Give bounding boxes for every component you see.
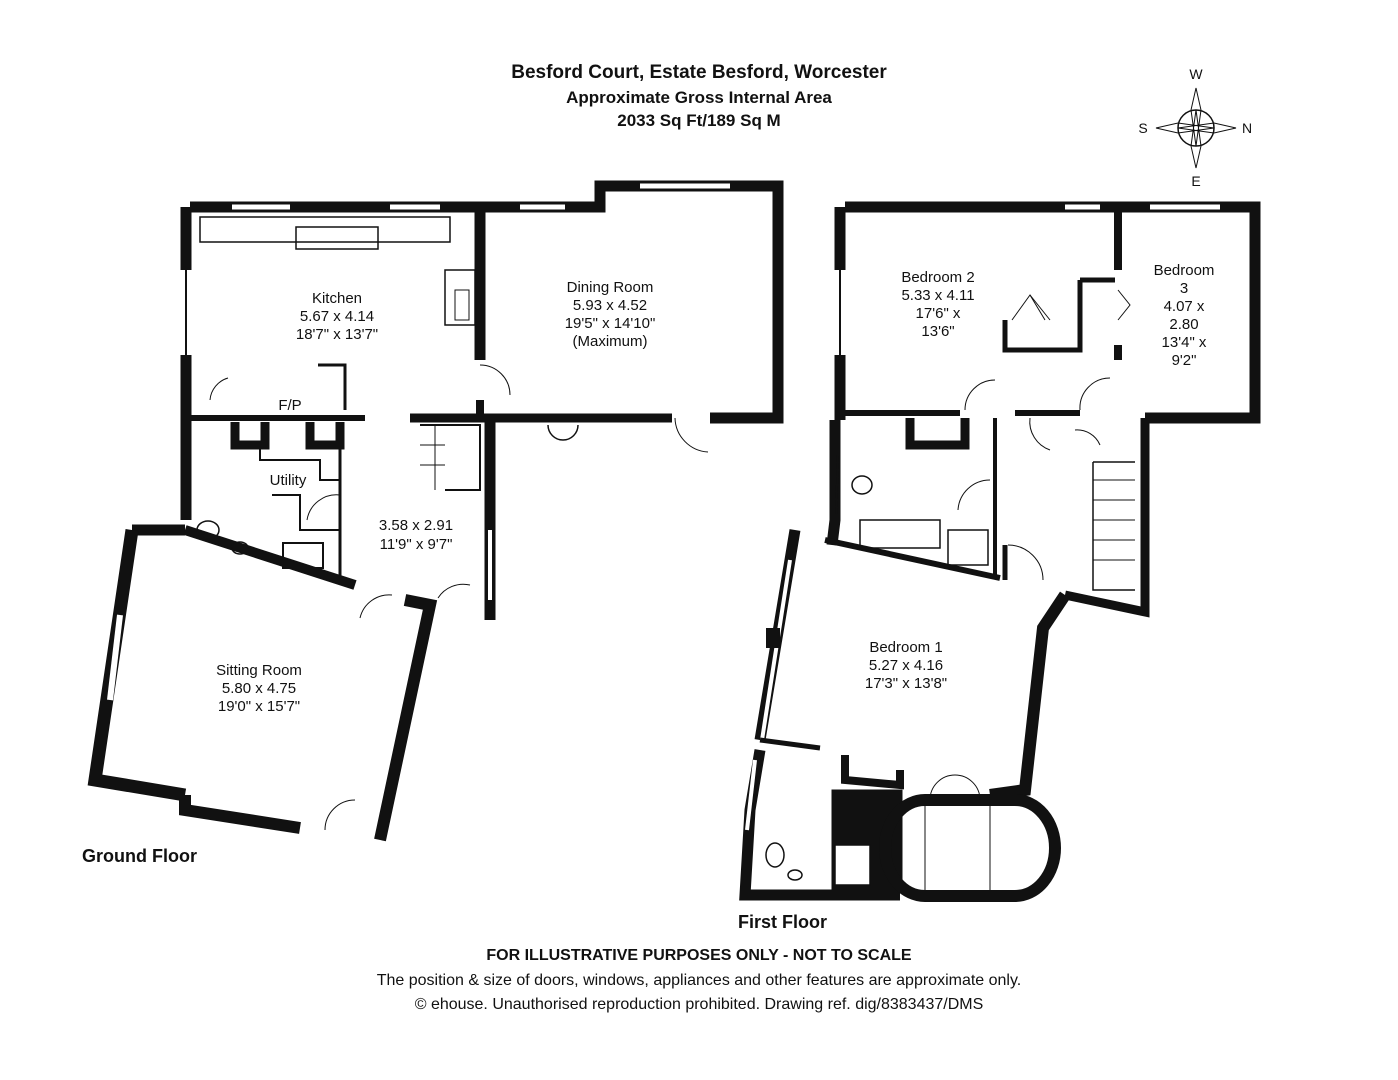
bedroom1-metric: 5.27 x 4.16 (869, 657, 943, 674)
copyright-text: © ehouse. Unauthorised reproduction proh… (414, 996, 984, 1013)
kitchen-imperial: 18'7" x 13'7" (296, 326, 378, 343)
utility-name: Utility (270, 472, 307, 489)
bedroom2-metric: 5.33 x 4.11 (901, 287, 974, 304)
bedroom3-imperial-2: 9'2" (1172, 352, 1197, 369)
compass-w: W (1189, 66, 1203, 82)
kitchen-metric: 5.67 x 4.14 (300, 308, 374, 325)
bedroom2-name: Bedroom 2 (901, 269, 974, 286)
first-floor-label: First Floor (738, 912, 827, 932)
bedroom1-imperial: 17'3" x 13'8" (865, 675, 947, 692)
bedroom1-name: Bedroom 1 (869, 639, 942, 656)
ground-floor-label: Ground Floor (82, 846, 197, 866)
sitting-name: Sitting Room (216, 662, 302, 679)
area-value: 2033 Sq Ft/189 Sq M (617, 111, 781, 130)
dining-name: Dining Room (567, 279, 654, 296)
bedroom3-name-1: Bedroom (1154, 262, 1215, 279)
first-floor-plan (739, 201, 1261, 902)
ground-floor-plan (87, 180, 784, 842)
kitchen-name: Kitchen (312, 290, 362, 307)
bedroom2-imperial-2: 13'6" (921, 323, 954, 340)
sitting-metric: 5.80 x 4.75 (222, 680, 296, 697)
sitting-imperial: 19'0" x 15'7" (218, 698, 300, 715)
compass-e: E (1191, 173, 1200, 189)
first-floor-labels: Bedroom 2 5.33 x 4.11 17'6" x 13'6" Bedr… (865, 262, 1215, 692)
property-address: Besford Court, Estate Besford, Worcester (511, 62, 887, 83)
compass-n: N (1242, 120, 1252, 136)
bedroom3-name-2: 3 (1180, 280, 1188, 297)
hall-metric: 3.58 x 2.91 (379, 517, 453, 534)
ground-floor-labels: Kitchen 5.67 x 4.14 18'7" x 13'7" Dining… (216, 279, 655, 715)
compass-s: S (1138, 120, 1147, 136)
compass-icon: W S N E (1138, 66, 1252, 189)
bedroom3-metric-2: 2.80 (1169, 316, 1198, 333)
bedroom2-imperial-1: 17'6" x (916, 305, 961, 322)
area-caption: Approximate Gross Internal Area (566, 88, 832, 107)
disclaimer-text: FOR ILLUSTRATIVE PURPOSES ONLY - NOT TO … (486, 947, 912, 964)
hall-imperial: 11'9" x 9'7" (380, 536, 453, 553)
bedroom3-imperial-1: 13'4" x (1162, 334, 1207, 351)
dining-imperial: 19'5" x 14'10" (565, 315, 656, 332)
dining-note: (Maximum) (573, 333, 648, 350)
approximation-note: The position & size of doors, windows, a… (376, 972, 1022, 989)
bedroom3-metric-1: 4.07 x (1164, 298, 1205, 315)
dining-metric: 5.93 x 4.52 (573, 297, 647, 314)
fp-label: F/P (278, 397, 301, 414)
